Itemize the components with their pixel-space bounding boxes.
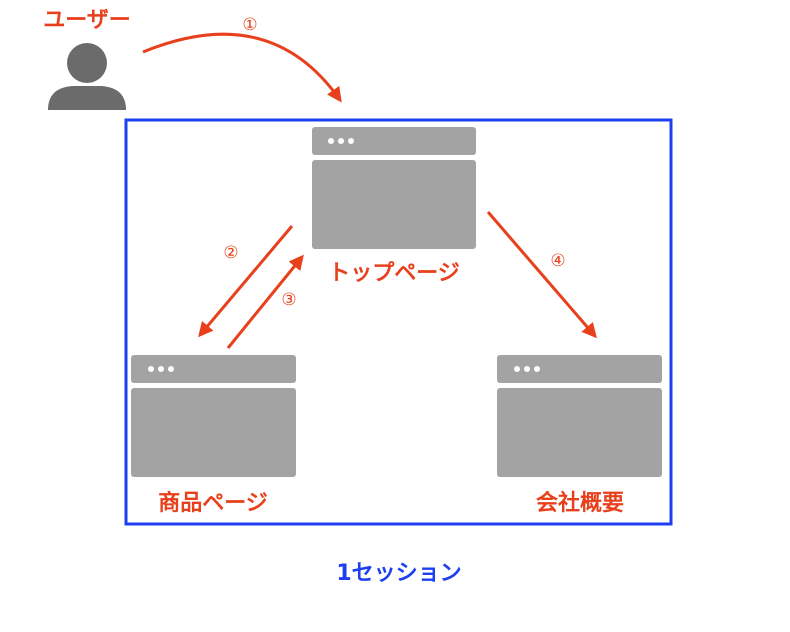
step-2-label: ② (223, 243, 238, 263)
session-label: 1セッション (336, 561, 461, 586)
user-label: ユーザー (43, 8, 131, 33)
step-1-label: ① (242, 15, 257, 35)
step-4-label: ④ (550, 251, 565, 271)
step-3-label: ③ (281, 290, 296, 310)
browser-window-icon (312, 127, 476, 249)
arrow-user-to-top (142, 32, 342, 103)
browser-window-icon (497, 355, 662, 477)
product-page-label: 商品ページ (158, 490, 268, 516)
arrow-product-to-top (226, 254, 304, 349)
arrow-top-to-product (198, 225, 294, 338)
browser-window-icon (131, 355, 296, 477)
arrow-top-to-company (486, 211, 597, 339)
company-page-label: 会社概要 (536, 490, 624, 516)
top-page-label: トップページ (328, 261, 460, 286)
session-boundary (124, 118, 673, 526)
user-avatar-icon (48, 43, 126, 110)
